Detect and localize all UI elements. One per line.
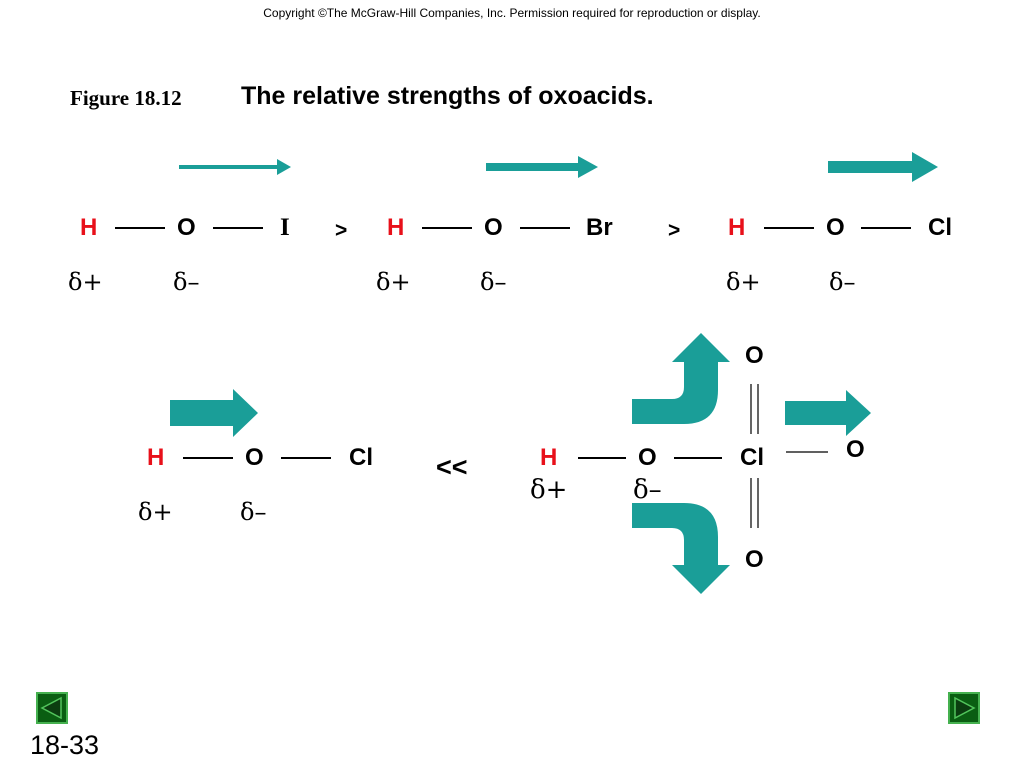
figure-title: The relative strengths of oxoacids. — [241, 82, 654, 110]
right-triangle-icon — [954, 696, 976, 720]
hobr-bromine: Br — [586, 214, 613, 241]
arrow-curve-up — [632, 333, 730, 424]
hobr-delta-plus: δ+ — [376, 268, 411, 296]
hoi-delta-minus: δ– — [173, 268, 200, 296]
hclo4-oxygen-top: O — [745, 342, 764, 369]
hclo4-oxygen: O — [638, 444, 657, 471]
hoi-oxygen: O — [177, 214, 196, 241]
arrow-hoi — [179, 159, 291, 175]
hobr-delta-minus: δ– — [480, 268, 507, 296]
arrow-hocl-bottom — [170, 389, 258, 437]
greater-than-1: > — [335, 219, 348, 242]
hoi-delta-plus: δ+ — [68, 268, 103, 296]
hocl2-delta-minus: δ– — [240, 498, 267, 526]
page-number: 18-33 — [30, 730, 100, 760]
hocl2-hydrogen: H — [147, 444, 165, 471]
hocl2-oxygen: O — [245, 444, 264, 471]
hclo4-oxygen-bottom: O — [745, 546, 764, 573]
much-less-than: << — [436, 452, 468, 482]
previous-slide-button[interactable] — [36, 692, 68, 724]
hclo4-chlorine: Cl — [740, 444, 764, 471]
hclo4-hydrogen: H — [540, 444, 558, 471]
left-triangle-icon — [40, 696, 62, 720]
hocl-delta-minus: δ– — [829, 268, 856, 296]
electron-shift-arrows — [170, 152, 938, 594]
hocl-oxygen: O — [826, 214, 845, 241]
arrow-to-o-right — [785, 390, 871, 436]
copyright-notice: Copyright ©The McGraw-Hill Companies, In… — [263, 6, 761, 20]
bond-lines — [115, 227, 911, 459]
hoi-iodine: I — [280, 214, 290, 241]
figure-label: Figure 18.12 — [70, 86, 182, 110]
arrow-hocl — [828, 152, 938, 182]
hobr-hydrogen: H — [387, 214, 405, 241]
hocl2-delta-plus: δ+ — [138, 498, 173, 526]
next-slide-button[interactable] — [948, 692, 980, 724]
greater-than-2: > — [668, 219, 681, 242]
hclo4-delta-minus: δ– — [633, 475, 662, 505]
hocl2-chlorine: Cl — [349, 444, 373, 471]
arrow-curve-down — [632, 503, 730, 594]
hocl-hydrogen: H — [728, 214, 746, 241]
hobr-oxygen: O — [484, 214, 503, 241]
hclo4-oxygen-right: O — [846, 436, 865, 463]
arrow-hobr — [486, 156, 598, 178]
hoi-hydrogen: H — [80, 214, 98, 241]
hclo4-delta-plus: δ+ — [530, 475, 568, 505]
thin-bonds — [750, 384, 828, 528]
hocl-chlorine: Cl — [928, 214, 952, 241]
hocl-delta-plus: δ+ — [726, 268, 761, 296]
